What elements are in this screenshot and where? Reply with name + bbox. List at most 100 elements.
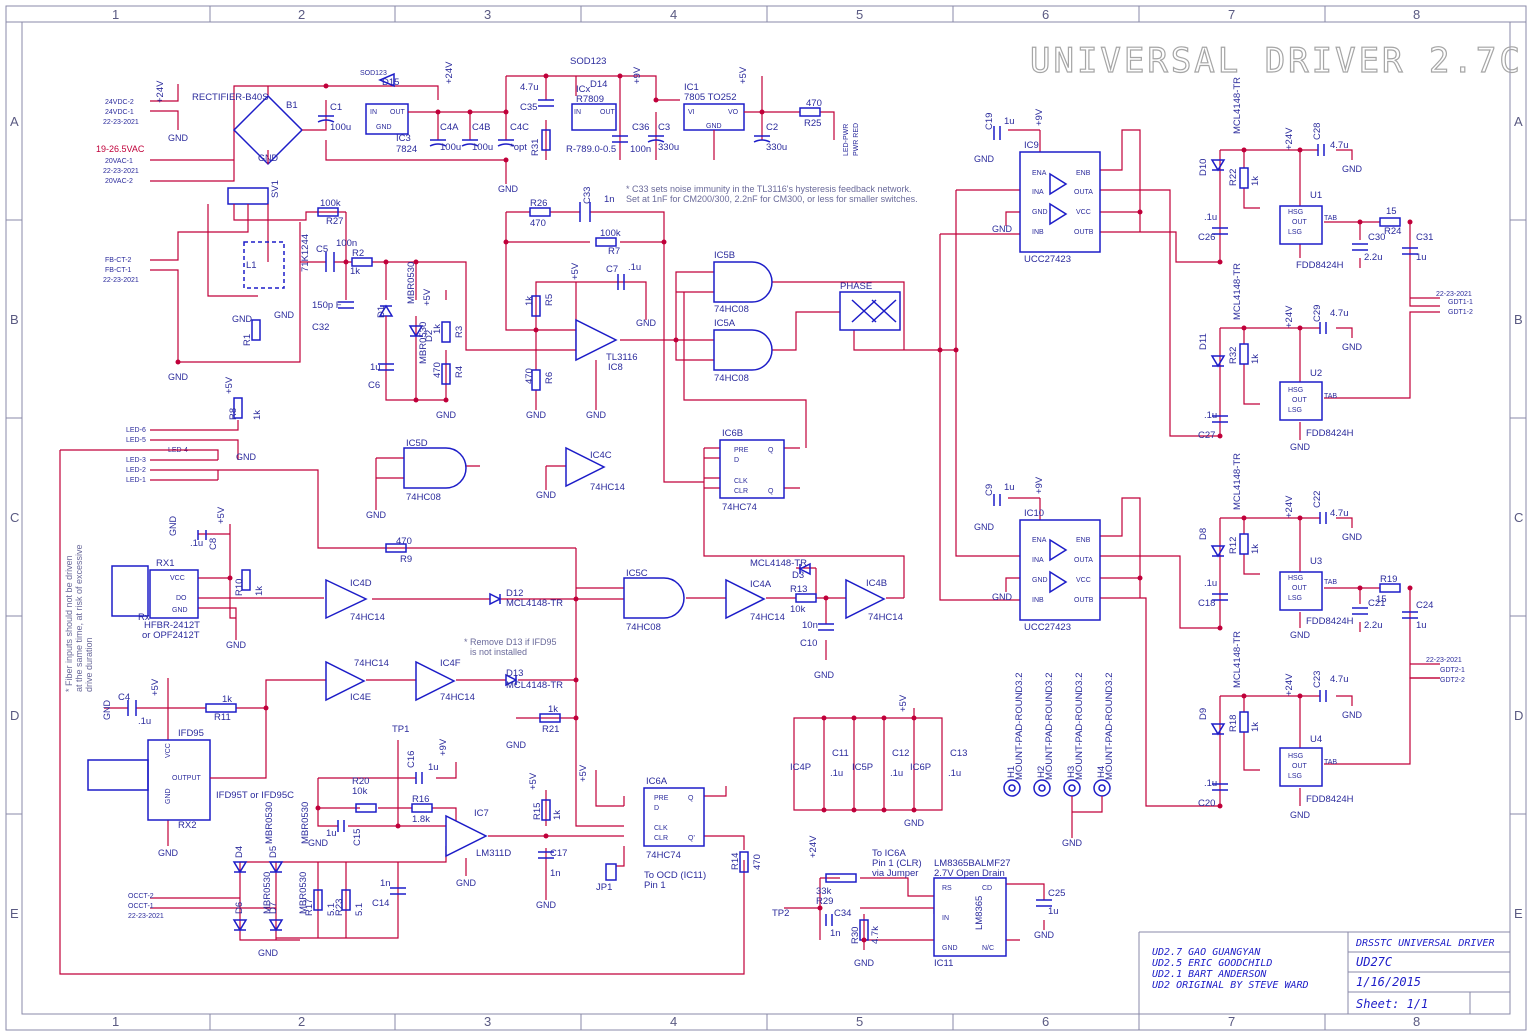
svg-text:C36: C36 [632, 122, 649, 133]
junction-dots [175, 73, 1413, 943]
svg-text:+5V: +5V [578, 764, 589, 782]
logic-gates-middle: IC5C 74HC08 IC4A 74HC14 MCL4148-TR D3 R1… [516, 548, 904, 827]
svg-text:GND: GND [366, 510, 387, 520]
svg-text:8: 8 [1413, 7, 1420, 22]
svg-text:PWR RED: PWR RED [853, 123, 860, 156]
svg-text:+5V: +5V [898, 694, 909, 712]
svg-text:C8: C8 [208, 538, 219, 550]
svg-text:GDT2-2: GDT2-2 [1440, 677, 1465, 684]
svg-text:C4: C4 [118, 692, 130, 703]
svg-text:6: 6 [1042, 1014, 1049, 1029]
svg-text:74HC08: 74HC08 [714, 304, 749, 315]
svg-text:4.7u: 4.7u [1330, 508, 1349, 519]
svg-text:D: D [1514, 708, 1523, 723]
svg-text:VCC: VCC [170, 575, 185, 582]
svg-text:R21: R21 [542, 724, 559, 735]
svg-text:C: C [10, 510, 19, 525]
svg-text:OUT: OUT [390, 109, 406, 116]
svg-text:1k: 1k [1250, 354, 1261, 364]
in24-1-label: 24VDC-1 [105, 109, 134, 116]
svg-text:74HC74: 74HC74 [646, 850, 681, 861]
svg-text:C25: C25 [1048, 888, 1065, 899]
svg-text:UCC27423: UCC27423 [1024, 254, 1071, 265]
svg-text:D5: D5 [268, 846, 279, 858]
svg-text:100k: 100k [320, 198, 341, 209]
svg-text:CLR: CLR [654, 835, 668, 842]
svg-text:100u: 100u [440, 142, 461, 153]
svg-text:GND: GND [1290, 442, 1311, 452]
svg-text:IC11: IC11 [934, 958, 953, 969]
svg-text:1u: 1u [1004, 482, 1015, 493]
svg-text:C16: C16 [406, 751, 417, 768]
svg-text:MCL4148-TR: MCL4148-TR [1232, 631, 1243, 688]
svg-text:.1u: .1u [1204, 578, 1217, 589]
svg-text:D15: D15 [382, 77, 399, 88]
svg-text:IC5P: IC5P [852, 762, 873, 773]
svg-text:1u: 1u [326, 828, 337, 839]
svg-text:IC1: IC1 [684, 82, 699, 93]
svg-text:MBR0530: MBR0530 [264, 802, 275, 844]
svg-text:C9: C9 [984, 484, 995, 496]
svg-text:4.7u: 4.7u [1330, 674, 1349, 685]
svg-text:D8: D8 [1198, 528, 1209, 540]
svg-text:FDD8424H: FDD8424H [1306, 794, 1354, 805]
svg-text:.1u: .1u [1204, 778, 1217, 789]
svg-text:74HC14: 74HC14 [354, 658, 389, 669]
svg-text:C32: C32 [312, 322, 329, 333]
svg-text:7824: 7824 [396, 144, 417, 155]
svg-text:R22: R22 [1228, 169, 1239, 186]
svg-text:RX2: RX2 [178, 820, 196, 831]
svg-text:100u: 100u [472, 142, 493, 153]
svg-text:2.2u: 2.2u [1364, 252, 1383, 263]
svg-text:PRE: PRE [734, 447, 749, 454]
svg-text:C35: C35 [520, 102, 537, 113]
svg-text:HSG: HSG [1288, 387, 1303, 394]
svg-text:* Fiber inputs should not be d: * Fiber inputs should not be driven [64, 555, 74, 692]
svg-text:GND: GND [506, 740, 527, 750]
svg-text:SV1: SV1 [270, 180, 281, 198]
svg-text:OUT: OUT [1292, 585, 1308, 592]
svg-text:IC4B: IC4B [866, 578, 887, 589]
svg-text:FDD8424H: FDD8424H [1306, 428, 1354, 439]
svg-text:IN: IN [370, 109, 377, 116]
svg-text:.1u: .1u [890, 768, 903, 779]
svg-text:R26: R26 [530, 198, 547, 209]
svg-text:GND: GND [1062, 838, 1083, 848]
svg-text:+9V: +9V [1034, 476, 1045, 494]
svg-text:DO: DO [176, 595, 187, 602]
svg-text:LSG: LSG [1288, 407, 1302, 414]
svg-text:470: 470 [806, 98, 822, 109]
svg-text:N/C: N/C [982, 945, 994, 952]
svg-text:GND: GND [942, 945, 958, 952]
c33-note-2: Set at 1nF for CM200/300, 2.2nF for CM30… [626, 194, 918, 204]
svg-text:GND: GND [636, 318, 657, 328]
svg-text:LM311D: LM311D [476, 848, 511, 859]
svg-text:SOD123: SOD123 [570, 56, 606, 67]
svg-text:at the same time, at risk of e: at the same time, at risk of excessive [74, 544, 84, 692]
svg-text:1k: 1k [524, 296, 535, 306]
svg-text:LED-2: LED-2 [126, 467, 146, 474]
svg-text:+5V: +5V [528, 772, 539, 790]
svg-text:GND: GND [1342, 710, 1363, 720]
svg-text:R17: R17 [304, 899, 315, 916]
lm8365-section: TP2 +24V 33k R29 C34 1n R30 4.7k GND To … [772, 835, 1065, 969]
schematic-title: UNIVERSAL DRIVER 2.7C [1030, 41, 1523, 81]
svg-text:15: 15 [1386, 206, 1397, 217]
c33-note: * C33 sets noise immunity in the TL3116'… [626, 184, 912, 194]
sheet-number: Sheet: 1/1 [1356, 997, 1428, 1011]
svg-text:470: 470 [530, 218, 546, 229]
svg-text:IC5C: IC5C [626, 568, 648, 579]
svg-text:+24V: +24V [1284, 127, 1295, 150]
svg-text:+9V: +9V [1034, 108, 1045, 126]
svg-text:GND: GND [236, 452, 257, 462]
svg-text:GND: GND [498, 184, 519, 194]
svg-text:74HC14: 74HC14 [868, 612, 903, 623]
svg-text:100u: 100u [330, 122, 351, 133]
svg-text:OUTA: OUTA [1074, 557, 1093, 564]
svg-text:470: 470 [752, 854, 763, 870]
svg-text:R5: R5 [544, 294, 555, 306]
svg-text:22-23-2021: 22-23-2021 [1436, 291, 1472, 298]
svg-text:H4: H4 [1096, 766, 1107, 778]
svg-text:TAB: TAB [1324, 393, 1337, 400]
svg-text:FB-CT-2: FB-CT-2 [105, 257, 132, 264]
